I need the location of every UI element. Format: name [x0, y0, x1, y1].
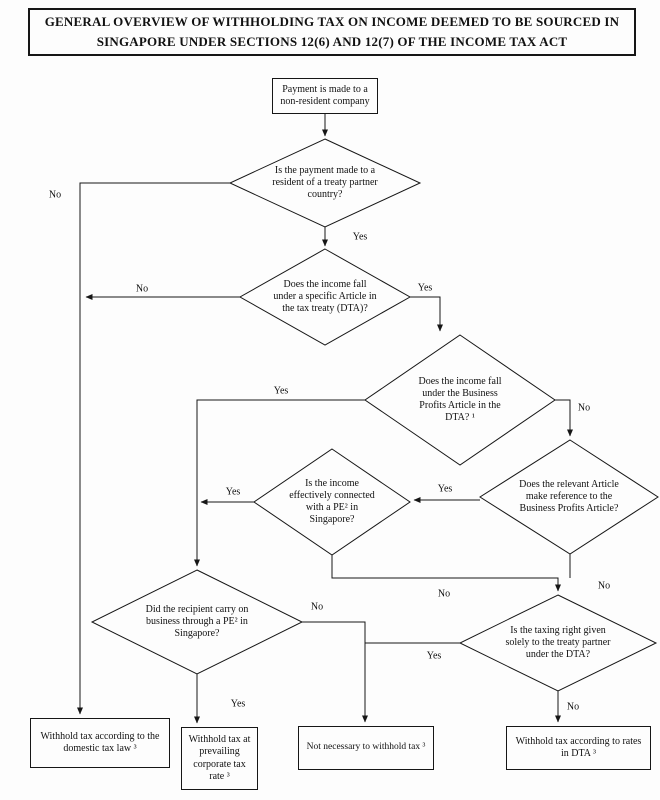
outcome-domestic-law: Withhold tax according to the domestic t…: [30, 718, 170, 768]
outcome-no-withholding: Not necessary to withhold tax ³: [298, 726, 434, 770]
label-article-no: No: [135, 283, 149, 295]
label-business-profits-no: No: [577, 402, 591, 414]
edge-connected-no-to-taxing: [331, 555, 561, 592]
shape-decision-effectively-connected: [253, 448, 411, 556]
label-treaty-yes: Yes: [352, 231, 368, 243]
label-business-profits-yes: Yes: [273, 385, 289, 397]
outcome-domestic-law-text: Withhold tax according to the domestic t…: [40, 730, 160, 755]
node-start-text: Payment is made to a non-resident compan…: [280, 83, 370, 108]
decision-treaty-resident-text: Is the payment made to a resident of a t…: [272, 164, 378, 201]
decision-business-profits: Does the income fall under the Business …: [415, 348, 505, 452]
edge-treaty-no-to-domestic: [77, 182, 230, 715]
shape-decision-specific-article: [238, 248, 412, 346]
decision-effectively-connected-text: Is the income effectively connected with…: [289, 477, 375, 526]
label-carry-no: No: [310, 601, 324, 613]
decision-effectively-connected: Is the income effectively connected with…: [289, 457, 375, 547]
shape-decision-article-reference: [479, 439, 659, 555]
decision-taxing-right: Is the taxing right given solely to the …: [502, 605, 614, 681]
shape-decision-treaty-resident: [228, 138, 422, 228]
edge-carry-no-to-nowithhold: [302, 621, 368, 723]
label-carry-yes: Yes: [230, 698, 246, 710]
edge-bp-yes-to-carry: [194, 399, 365, 567]
label-connected-yes: Yes: [225, 486, 241, 498]
decision-taxing-right-text: Is the taxing right given solely to the …: [505, 624, 611, 661]
decision-specific-article-text: Does the income fall under a specific Ar…: [273, 278, 377, 315]
outcome-dta-rates-text: Withhold tax according to rates in DTA ³: [515, 735, 642, 760]
label-connected-no: No: [437, 588, 451, 600]
outcome-corporate-rate: Withhold tax at prevailing corporate tax…: [181, 727, 258, 790]
decision-treaty-resident: Is the payment made to a resident of a t…: [267, 153, 383, 213]
shape-decision-business-profits: [364, 334, 556, 466]
decision-business-profits-text: Does the income fall under the Business …: [418, 375, 502, 424]
shape-decision-taxing-right: [458, 594, 658, 692]
decision-specific-article: Does the income fall under a specific Ar…: [273, 257, 377, 337]
label-article-yes: Yes: [417, 282, 433, 294]
decision-carry-on-business-text: Did the recipient carry on business thro…: [145, 603, 249, 640]
label-treaty-no: No: [48, 189, 62, 201]
label-reference-yes: Yes: [437, 483, 453, 495]
outcome-corporate-rate-text: Withhold tax at prevailing corporate tax…: [188, 733, 251, 783]
edge-bp-no-to-reference: [555, 399, 573, 437]
decision-article-reference-text: Does the relevant Article make reference…: [519, 478, 619, 515]
edge-article-yes-to-bp: [410, 296, 443, 332]
label-taxing-no: No: [566, 701, 580, 713]
diagram-title: GENERAL OVERVIEW OF WITHHOLDING TAX ON I…: [28, 8, 636, 56]
title-line-1: GENERAL OVERVIEW OF WITHHOLDING TAX ON I…: [44, 13, 620, 29]
decision-carry-on-business: Did the recipient carry on business thro…: [130, 582, 264, 662]
title-line-2: SINGAPORE UNDER SECTIONS 12(6) AND 12(7)…: [96, 34, 568, 49]
shape-decision-carry-on-business: [90, 569, 304, 675]
outcome-no-withholding-text: Not necessary to withhold tax ³: [306, 742, 426, 753]
decision-article-reference: Does the relevant Article make reference…: [512, 452, 626, 542]
label-reference-no: No: [597, 580, 611, 592]
label-taxing-yes: Yes: [426, 650, 442, 662]
outcome-dta-rates: Withhold tax according to rates in DTA ³: [506, 726, 651, 770]
node-start: Payment is made to a non-resident compan…: [272, 78, 378, 114]
